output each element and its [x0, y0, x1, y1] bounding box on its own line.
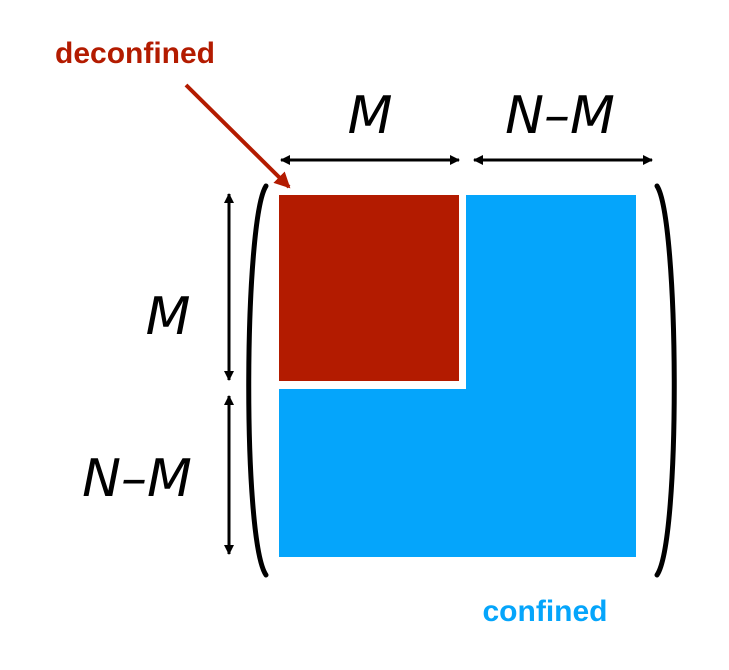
- top-right-dimension-label: N–M: [505, 86, 615, 146]
- deconfined-label: deconfined: [55, 37, 215, 70]
- right-bracket: [654, 183, 677, 578]
- left-bottom-dimension-label: N–M: [82, 449, 192, 509]
- deconfined-pointer-arrow: [184, 83, 291, 189]
- confined-region: [279, 195, 636, 557]
- top-left-dimension-label: M: [348, 86, 393, 146]
- left-bracket: [246, 183, 269, 578]
- left-top-dimension-label: M: [146, 287, 191, 347]
- deconfined-block: [279, 195, 459, 381]
- confined-label: confined: [483, 595, 608, 628]
